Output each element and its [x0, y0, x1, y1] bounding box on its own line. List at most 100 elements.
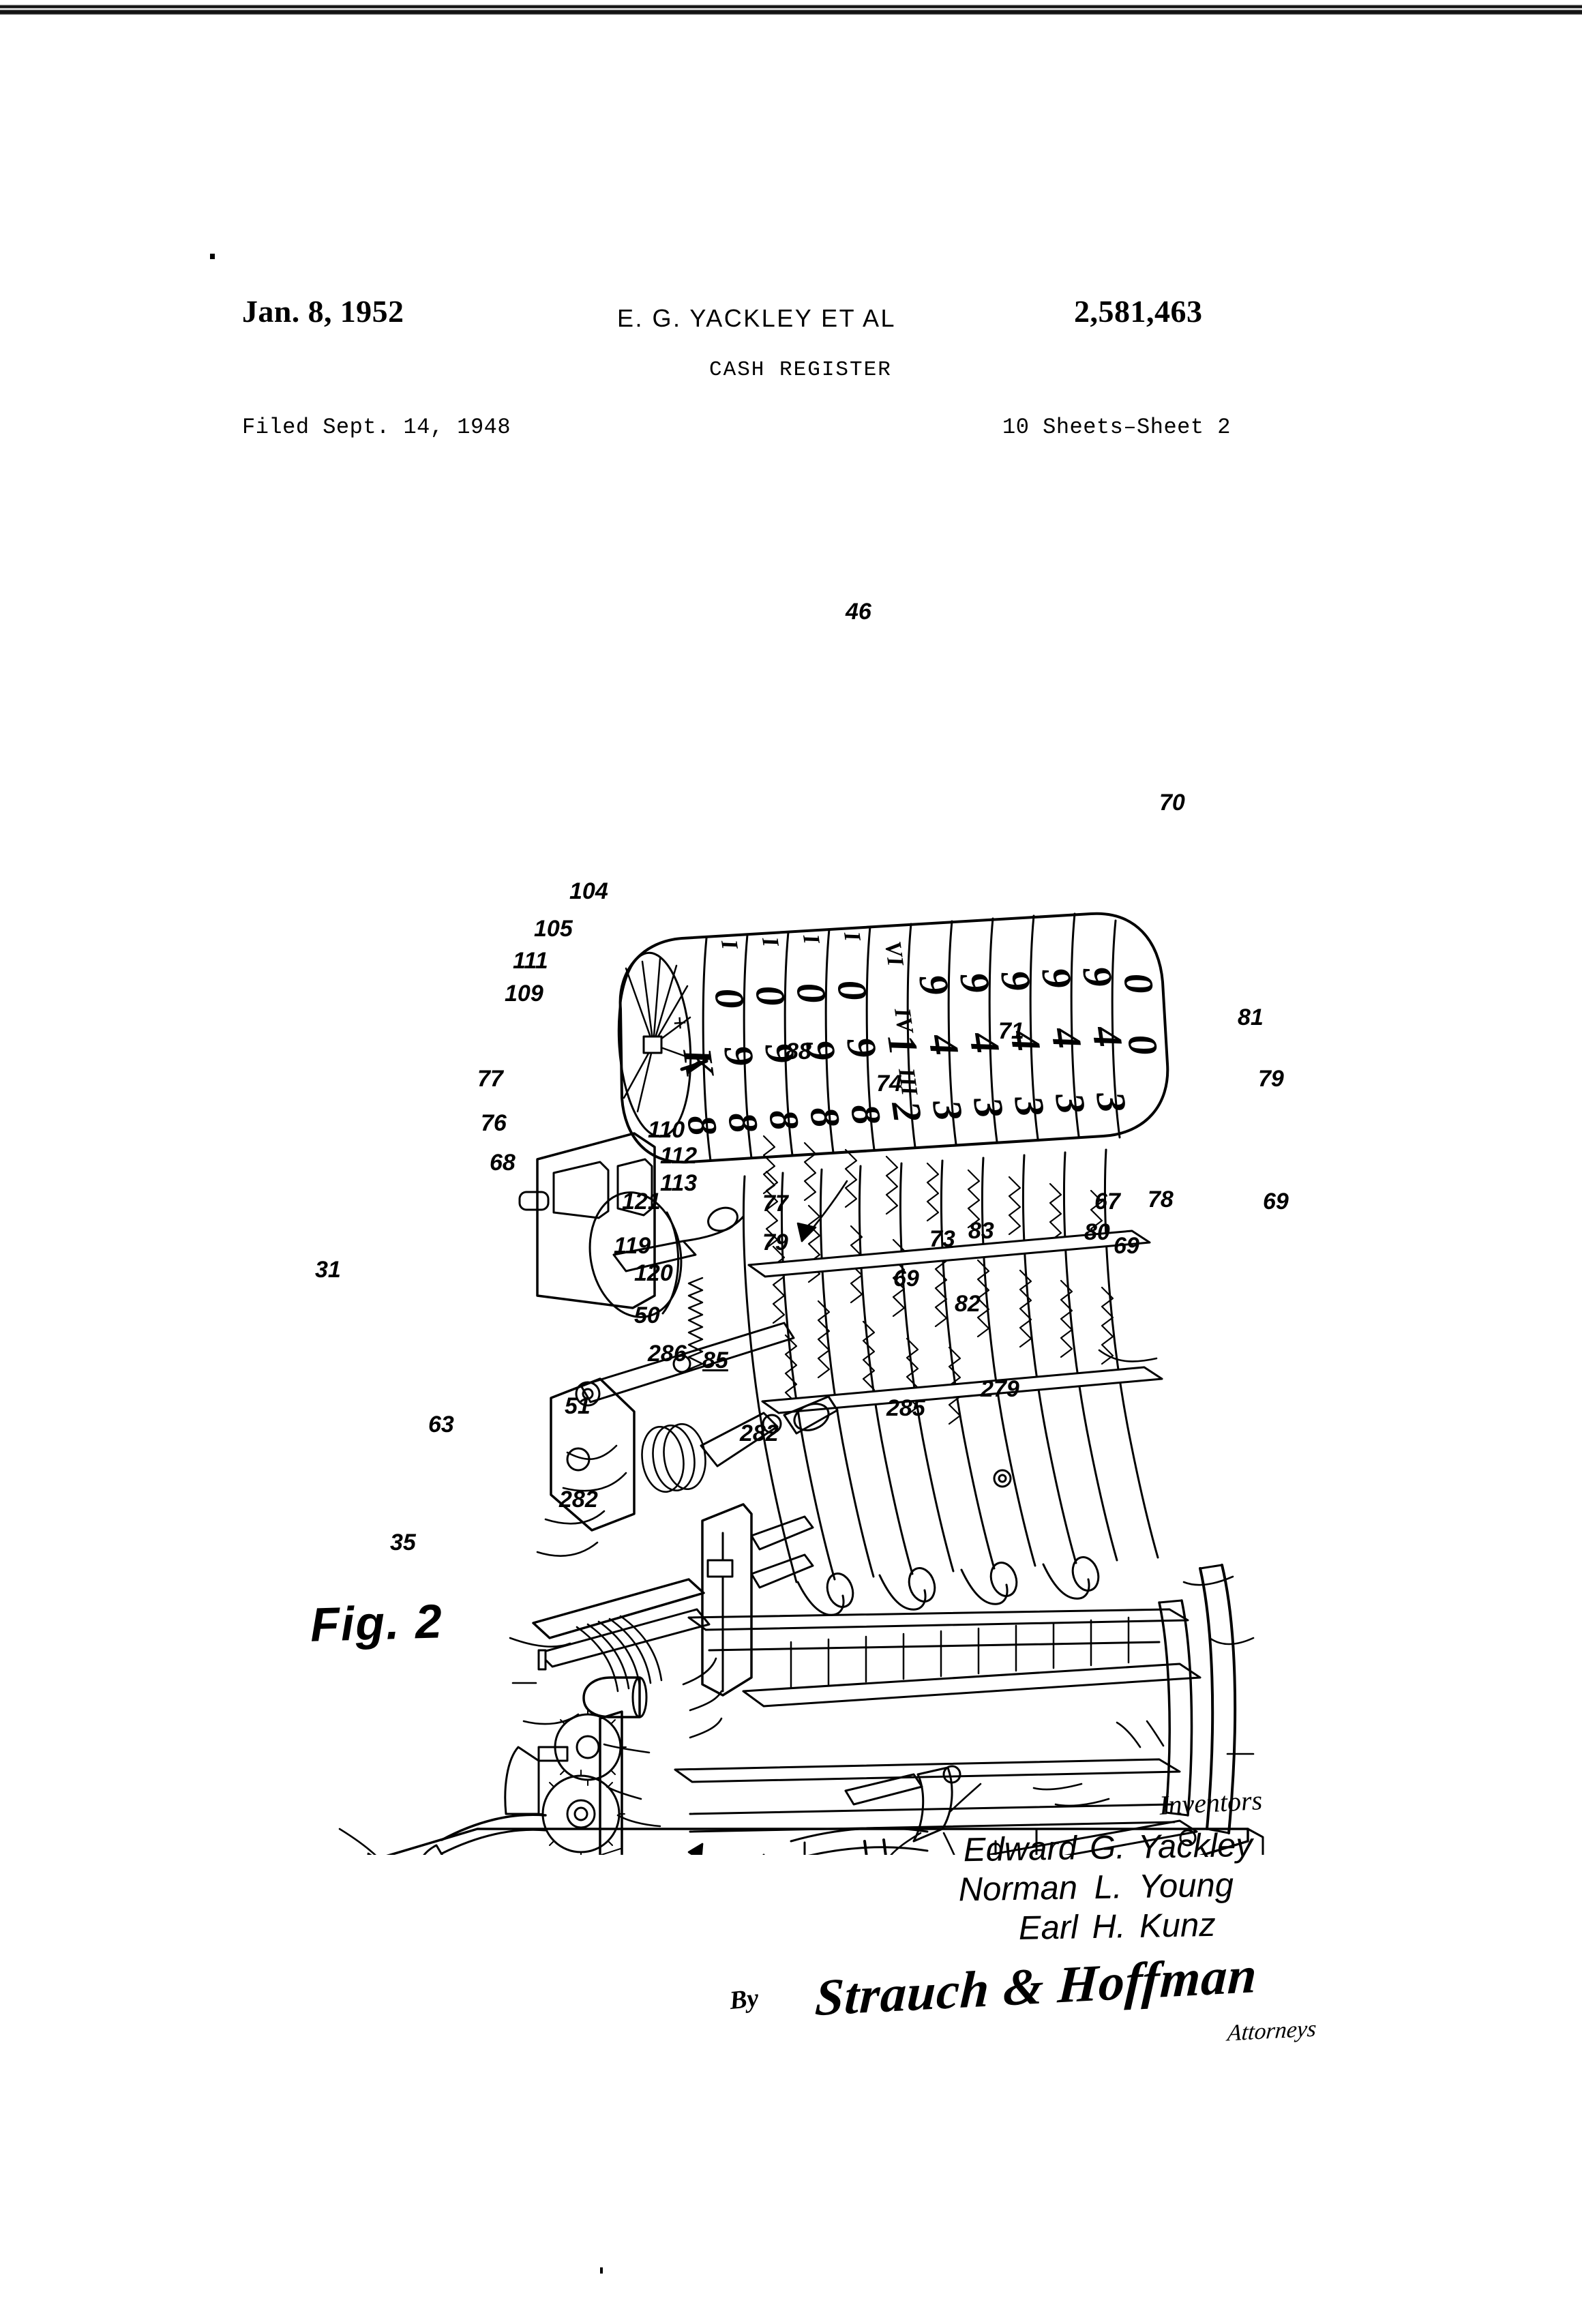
reference-numeral-73: 73: [929, 1226, 955, 1252]
reference-numeral-70: 70: [1159, 790, 1185, 816]
cash-register-mechanism-illustration: K 8 9 8 9 8 9 8 9 8 1 2 4 3 4 3 4: [338, 912, 1264, 1855]
reference-numeral-110: 110: [648, 1117, 685, 1143]
reference-numeral-105: 105: [534, 916, 573, 942]
reference-numeral-79: 79: [1258, 1066, 1284, 1092]
figure-2-drawing: K 8 9 8 9 8 9 8 9 8 1 2 4 3 4 3 4: [0, 559, 1582, 1855]
svg-text:9: 9: [715, 1043, 763, 1069]
figure-label: Fig. 2: [309, 1594, 444, 1652]
reference-numeral-35: 35: [390, 1530, 416, 1555]
reference-numeral-51: 51: [565, 1393, 591, 1419]
scan-speck-artifact: [210, 254, 215, 259]
svg-text:I: I: [716, 938, 743, 952]
svg-text:+: +: [672, 1010, 687, 1037]
reference-numeral-112: 112: [660, 1143, 698, 1169]
patent-title: CASH REGISTER: [709, 358, 892, 382]
svg-text:4: 4: [920, 1031, 968, 1058]
reference-numeral-77: 77: [762, 1191, 788, 1217]
svg-text:9: 9: [910, 972, 958, 998]
inventor-line: E. G. YACKLEY ET AL: [617, 304, 897, 332]
svg-text:0: 0: [788, 980, 835, 1007]
reference-numeral-111: 111: [513, 948, 548, 974]
patent-number: 2,581,463: [1074, 294, 1203, 329]
svg-text:9: 9: [1033, 965, 1081, 992]
reference-numeral-69: 69: [1114, 1233, 1139, 1259]
sheet-header: Jan. 8, 1952 E. G. YACKLEY ET AL 2,581,4…: [0, 293, 1582, 450]
svg-text:3: 3: [965, 1094, 1013, 1121]
svg-text:3: 3: [924, 1097, 972, 1124]
reference-numeral-119: 119: [614, 1233, 651, 1259]
svg-text:3: 3: [1047, 1090, 1094, 1117]
reference-numeral-80: 80: [1084, 1219, 1110, 1245]
reference-numeral-81: 81: [1238, 1004, 1264, 1030]
reference-numeral-279: 279: [981, 1376, 1019, 1402]
svg-text:8: 8: [760, 1107, 808, 1133]
reference-numeral-71: 71: [998, 1018, 1024, 1044]
leader-lines: [338, 1180, 1255, 1855]
reference-numeral-104: 104: [569, 878, 608, 904]
reference-numeral-69: 69: [1263, 1189, 1289, 1215]
svg-text:I: I: [757, 935, 783, 949]
svg-text:8: 8: [801, 1104, 849, 1131]
reference-numeral-78: 78: [1148, 1187, 1174, 1212]
reference-numeral-121: 121: [622, 1189, 661, 1215]
reference-numeral-83: 83: [968, 1218, 994, 1244]
number-wheel-drum: K 8 9 8 9 8 9 8 9 8 1 2 4 3 4 3 4: [617, 912, 1169, 1164]
reference-numeral-79: 79: [762, 1230, 788, 1255]
reference-numeral-74: 74: [876, 1071, 902, 1097]
lever-stack: [423, 1578, 711, 1855]
sector-links: [790, 1765, 961, 1855]
patent-date: Jan. 8, 1952: [242, 294, 404, 329]
scan-speck-artifact-bottom: [600, 2267, 603, 2274]
attorneys-label: Attorneys: [1226, 2016, 1317, 2046]
scan-edge-artifact: [0, 0, 1582, 15]
svg-text:III: III: [893, 1066, 923, 1098]
rack-segment-bank: [743, 1135, 1163, 1616]
svg-text:9: 9: [992, 968, 1040, 994]
reference-numeral-77: 77: [477, 1066, 503, 1092]
svg-text:3: 3: [1006, 1092, 1054, 1120]
reference-numeral-76: 76: [481, 1110, 507, 1136]
base-plate: [386, 1828, 1264, 1855]
reference-numeral-67: 67: [1094, 1189, 1120, 1215]
svg-text:9: 9: [951, 970, 999, 996]
svg-text:9: 9: [1074, 964, 1122, 990]
reference-numeral-120: 120: [634, 1260, 673, 1286]
svg-text:3: 3: [1088, 1088, 1135, 1116]
sheet-count: 10 Sheets–Sheet 2: [1002, 415, 1231, 440]
svg-text:8: 8: [842, 1101, 890, 1128]
reference-numeral-85: 85: [702, 1347, 728, 1373]
left-mechanism-block: [518, 1132, 839, 1697]
svg-text:I: I: [798, 932, 824, 947]
svg-text:0: 0: [1115, 970, 1163, 997]
svg-text:8: 8: [719, 1109, 767, 1136]
reference-numeral-282: 282: [559, 1487, 598, 1513]
reference-numeral-282: 282: [740, 1420, 779, 1446]
svg-text:0: 0: [829, 977, 876, 1004]
reference-numeral-285: 285: [886, 1395, 925, 1421]
by-label: By: [728, 1983, 760, 2016]
svg-text:0: 0: [747, 983, 794, 1009]
reference-numeral-46: 46: [846, 599, 871, 625]
svg-text:2: 2: [883, 1098, 931, 1125]
rear-frame: [674, 1564, 1237, 1855]
svg-text:0: 0: [706, 985, 753, 1012]
filing-date: Filed Sept. 14, 1948: [242, 415, 511, 440]
reference-numeral-88: 88: [786, 1039, 811, 1064]
svg-text:9: 9: [838, 1034, 886, 1061]
svg-text:VI: VI: [880, 940, 908, 968]
reference-numeral-109: 109: [505, 981, 543, 1007]
reference-numeral-286: 286: [648, 1341, 687, 1367]
reference-numeral-68: 68: [490, 1150, 516, 1176]
svg-text:I: I: [839, 929, 865, 944]
svg-text:IV: IV: [889, 1006, 918, 1036]
inventors-label: Inventors: [1158, 1785, 1264, 1821]
svg-text:1: 1: [879, 1032, 927, 1058]
reference-numeral-63: 63: [428, 1412, 454, 1437]
reference-numeral-31: 31: [315, 1257, 341, 1283]
svg-text:8: 8: [678, 1112, 726, 1139]
svg-text:4: 4: [1043, 1024, 1090, 1052]
reference-numeral-113: 113: [660, 1170, 698, 1196]
reference-numeral-50: 50: [634, 1302, 660, 1328]
